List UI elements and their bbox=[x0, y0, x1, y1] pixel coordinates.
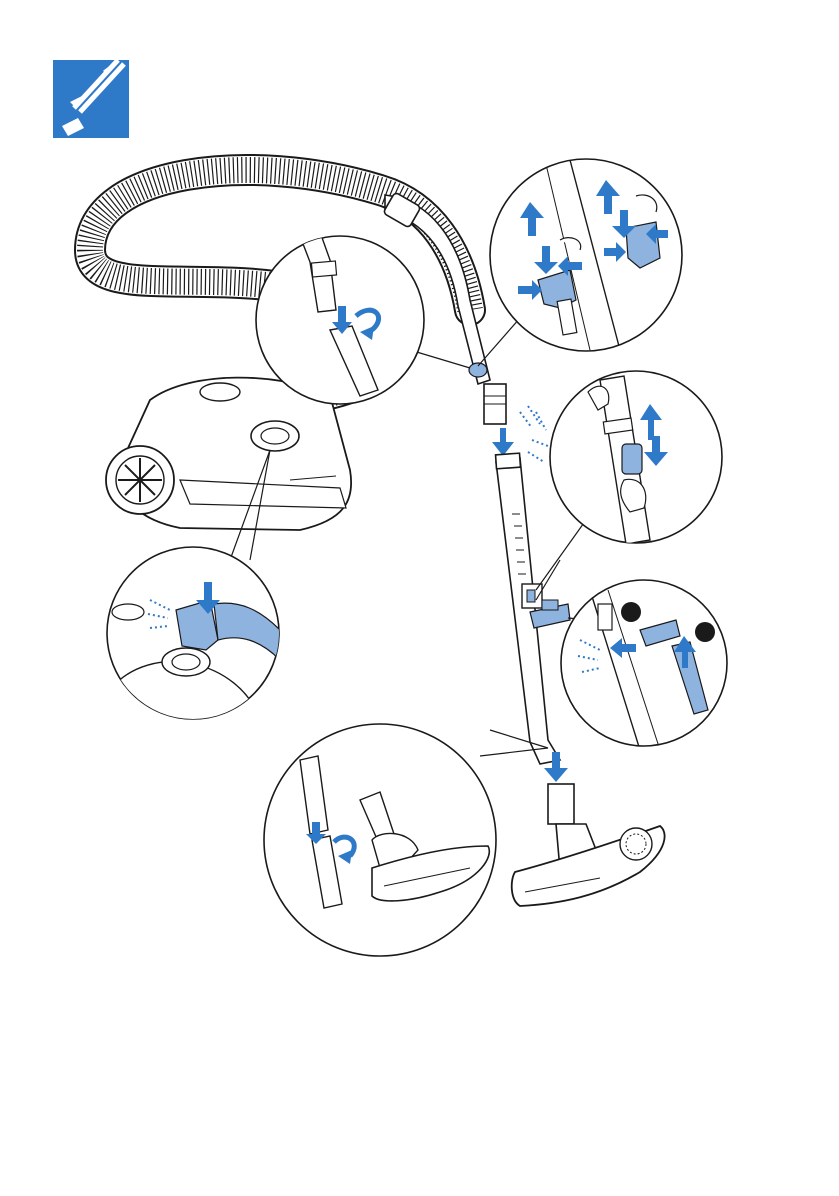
hose-inlet-connect-callout bbox=[107, 547, 280, 720]
down-arrow-icon bbox=[492, 428, 514, 456]
wheel bbox=[106, 446, 174, 514]
step-marker-1 bbox=[621, 602, 641, 622]
step-marker-2 bbox=[695, 622, 715, 642]
nozzle-attach-callout bbox=[264, 724, 496, 956]
assembly-tool-icon bbox=[53, 60, 129, 138]
hose-handle-detach-callout bbox=[256, 232, 424, 404]
click-sound-icon bbox=[520, 406, 548, 462]
tube-length-adjust-callout bbox=[550, 371, 722, 544]
floor-nozzle bbox=[512, 784, 665, 906]
hose-release-buttons-callout bbox=[490, 159, 682, 351]
accessory-clip-callout bbox=[561, 580, 727, 750]
